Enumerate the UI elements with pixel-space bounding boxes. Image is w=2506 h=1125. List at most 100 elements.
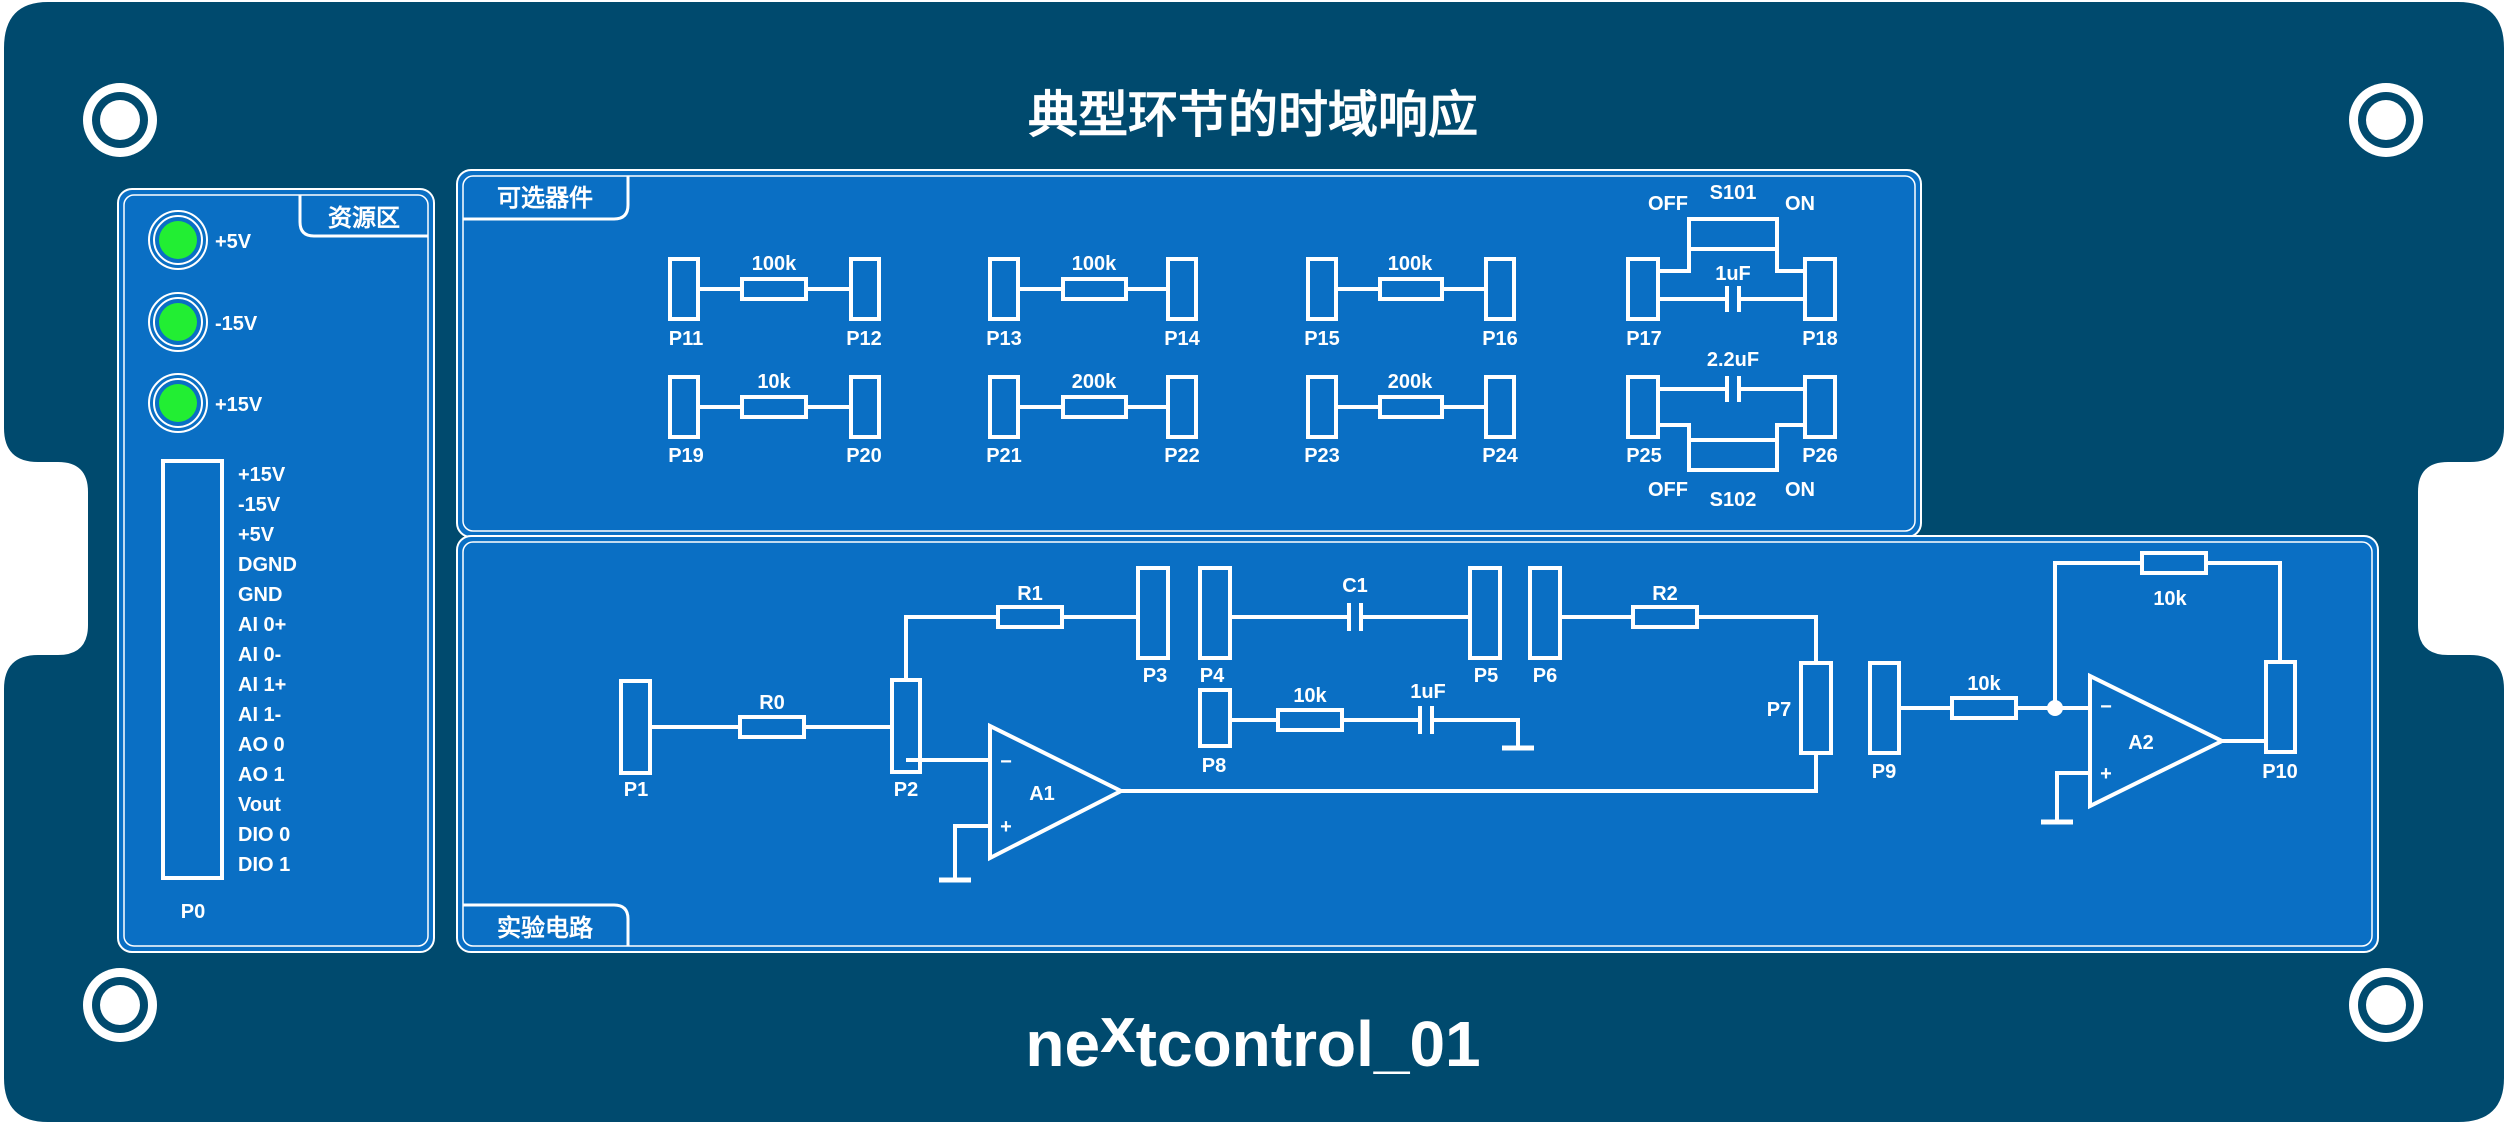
switch-on-label: ON — [1785, 479, 1815, 501]
capacitor-value: 1uF — [1715, 263, 1751, 285]
resistor-body — [1378, 395, 1444, 419]
pin-label: AI 1- — [238, 704, 281, 726]
components-panel: 可选器件 — [456, 169, 1922, 538]
power-led-label-m15v: -15V — [215, 313, 258, 335]
terminal-p17[interactable] — [1626, 257, 1660, 321]
terminal-p9[interactable] — [1868, 661, 1901, 755]
resource-panel: 资源区 — [117, 188, 435, 953]
label-a2: A2 — [2128, 732, 2154, 754]
terminal-p8[interactable] — [1198, 688, 1232, 748]
opamp-a1-minus: − — [1000, 751, 1012, 773]
terminal-label-p1: P1 — [624, 779, 648, 801]
label-a1: A1 — [1029, 783, 1055, 805]
switch-label-s102: S102 — [1710, 489, 1757, 511]
terminal-p3[interactable] — [1136, 566, 1170, 660]
terminal-label-p12: P12 — [846, 328, 882, 350]
opamp-a2 — [2088, 672, 2227, 810]
switch-s101[interactable] — [1687, 217, 1779, 251]
connector-p0[interactable] — [161, 459, 224, 880]
opamp-a1 — [988, 722, 1126, 862]
resistor-value: 100k — [752, 253, 797, 275]
mount-hole-bottom-left — [83, 968, 157, 1042]
label-c-p8: 1uF — [1410, 681, 1446, 703]
resource-tab: 资源区 — [328, 205, 400, 232]
capacitor-value: 2.2uF — [1707, 349, 1759, 371]
terminal-label-p10: P10 — [2262, 761, 2298, 783]
terminal-label-p2: P2 — [894, 779, 918, 801]
terminal-label-p18: P18 — [1802, 328, 1838, 350]
pin-label: DGND — [238, 554, 297, 576]
terminal-label-p13: P13 — [986, 328, 1022, 350]
power-led-2 — [148, 292, 208, 352]
resistor-p11-p12 — [668, 257, 881, 321]
terminal-p25[interactable] — [1626, 375, 1660, 439]
opamp-a2-plus: + — [2100, 763, 2112, 785]
terminal-p1[interactable] — [619, 679, 652, 775]
terminal-p2[interactable] — [890, 678, 922, 774]
resistor-value: 200k — [1072, 371, 1117, 393]
pin-label: AI 1+ — [238, 674, 286, 696]
resistor-body — [1061, 395, 1128, 419]
mount-hole-top-left — [83, 83, 157, 157]
terminal-p26[interactable] — [1803, 375, 1837, 439]
resistor-value: 200k — [1388, 371, 1433, 393]
pin-label: AO 0 — [238, 734, 285, 756]
connector-pin-list: +15V -15V +5V DGND GND AI 0+ AI 0- AI 1+… — [238, 464, 297, 876]
terminal-p7[interactable] — [1799, 661, 1833, 755]
label-r-p9: 10k — [1967, 673, 2001, 695]
opamp-a1-plus: + — [1000, 816, 1012, 838]
pin-label: AI 0+ — [238, 614, 286, 636]
terminal-p10[interactable] — [2264, 660, 2297, 754]
terminal-label-p4: P4 — [1200, 665, 1225, 687]
terminal-p6[interactable] — [1528, 566, 1562, 660]
terminal-label-p16: P16 — [1482, 328, 1518, 350]
pin-label: AI 0- — [238, 644, 281, 666]
resistor-body — [740, 277, 808, 301]
cap-switch-s102 — [1626, 375, 1837, 472]
resistor-p13-p14 — [988, 257, 1198, 321]
components-tab: 可选器件 — [497, 185, 593, 212]
switch-off-label: OFF — [1648, 193, 1688, 215]
power-led-label-5v: +5V — [215, 231, 252, 253]
terminal-label-p19: P19 — [668, 445, 704, 467]
resistor-value: 100k — [1388, 253, 1433, 275]
terminal-label-p21: P21 — [986, 445, 1022, 467]
resistor-body — [1061, 277, 1128, 301]
terminal-p5[interactable] — [1468, 566, 1502, 660]
terminal-p4[interactable] — [1198, 566, 1232, 660]
terminal-label-p15: P15 — [1304, 328, 1340, 350]
terminal-label-p24: P24 — [1482, 445, 1518, 467]
terminal-label-p3: P3 — [1143, 665, 1167, 687]
circuit-wiring — [650, 551, 2282, 883]
terminal-label-p17: P17 — [1626, 328, 1662, 350]
label-r0: R0 — [759, 692, 785, 714]
terminal-p18[interactable] — [1803, 257, 1837, 321]
power-led-label-15v: +15V — [215, 394, 263, 416]
pin-label: DIO 1 — [238, 854, 290, 876]
terminal-label-p26: P26 — [1802, 445, 1838, 467]
resistor-p21-p22 — [988, 375, 1198, 439]
resistor-value: 100k — [1072, 253, 1117, 275]
opamp-a2-minus: − — [2100, 696, 2112, 718]
label-r1: R1 — [1017, 583, 1043, 605]
resistor-body — [740, 395, 808, 419]
connector-label-p0: P0 — [181, 901, 205, 923]
label-r-fb: 10k — [2153, 588, 2187, 610]
label-r2: R2 — [1652, 583, 1678, 605]
terminal-label-p8: P8 — [1202, 755, 1226, 777]
terminal-label-p22: P22 — [1164, 445, 1200, 467]
terminal-label-p14: P14 — [1164, 328, 1200, 350]
brand-logo: nextcontrol_01 — [1025, 994, 1480, 1080]
resistor-value: 10k — [757, 371, 791, 393]
pin-label: +15V — [238, 464, 286, 486]
terminal-label-p23: P23 — [1304, 445, 1340, 467]
pin-label: AO 1 — [238, 764, 285, 786]
cap-switch-s101 — [1626, 217, 1837, 321]
pin-label: GND — [238, 584, 282, 606]
power-led-1 — [148, 210, 208, 270]
switch-s102[interactable] — [1687, 438, 1779, 472]
terminal-label-p6: P6 — [1533, 665, 1557, 687]
terminal-label-p7: P7 — [1767, 699, 1791, 721]
resistor-p23-p24 — [1306, 375, 1516, 439]
